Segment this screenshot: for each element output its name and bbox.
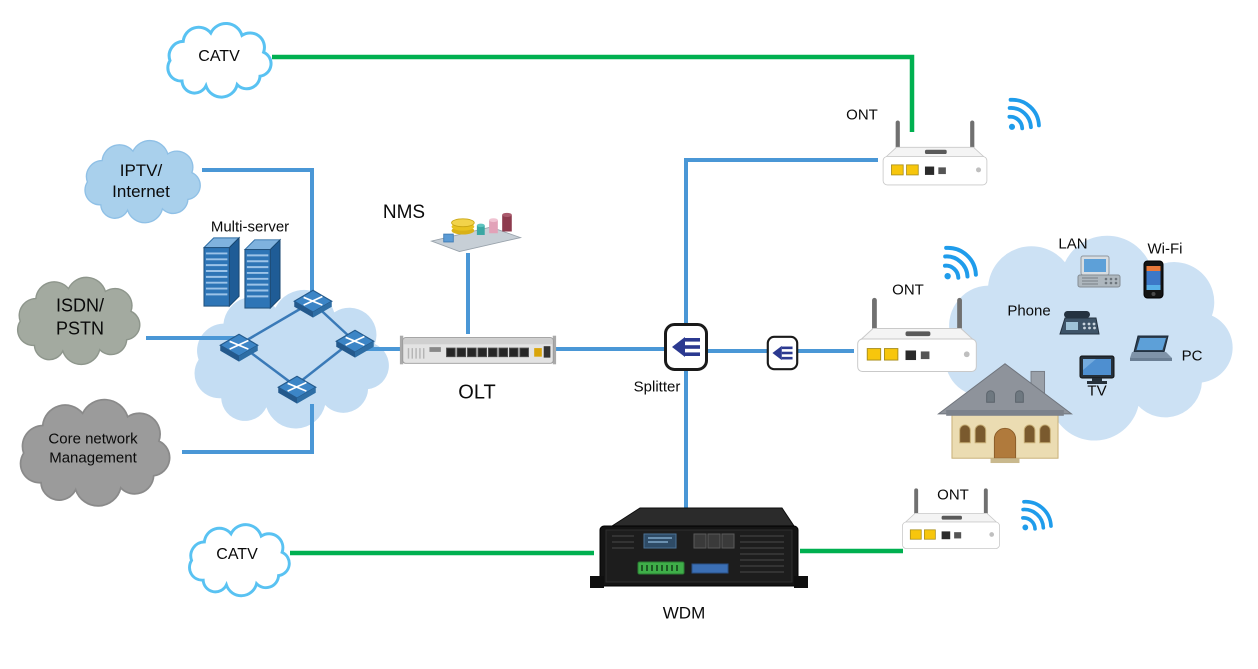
nms-icon	[429, 212, 523, 253]
switch-icon-top	[293, 289, 333, 318]
lan-device-icon	[1077, 255, 1121, 288]
label-olt: OLT	[458, 381, 496, 404]
splitter2-icon	[766, 335, 799, 371]
wdm-device	[590, 507, 808, 588]
label-wdm: WDM	[662, 603, 706, 623]
label-iptv-line2: Internet	[112, 182, 170, 201]
olt-device	[399, 335, 557, 365]
label-wifi: Wi-Fi	[1147, 240, 1183, 258]
link-management-to-core	[182, 404, 314, 454]
switch-icon-bottom	[277, 375, 317, 404]
label-isdn-line2: PSTN	[55, 318, 105, 338]
label-core-line1: Core network	[48, 430, 138, 448]
label-iptv-line1: IPTV/	[119, 160, 163, 180]
link-catv-top-to-ont-top	[272, 54, 915, 132]
label-multi-server: Multi-server	[210, 218, 290, 236]
label-isdn-pstn: ISDN/ PSTN	[56, 295, 104, 340]
multi-server-icon	[202, 236, 282, 310]
wifi-signal-icon-bottom	[1021, 499, 1053, 531]
label-ont-top: ONT	[846, 106, 878, 124]
switch-icon-left	[219, 333, 259, 362]
label-core-line2: Management	[49, 449, 137, 466]
label-tv: TV	[1087, 382, 1107, 400]
ont-top-device	[882, 120, 988, 186]
label-ont-middle: ONT	[892, 281, 924, 299]
label-pc: PC	[1181, 347, 1203, 365]
laptop-icon	[1130, 335, 1172, 361]
label-lan: LAN	[1058, 235, 1088, 253]
tv-icon	[1079, 355, 1115, 384]
smartphone-icon	[1143, 260, 1164, 299]
house-icon	[937, 363, 1073, 464]
wifi-signal-icon-top	[1007, 97, 1041, 131]
label-nms: NMS	[382, 202, 426, 224]
link-iptv-to-core	[202, 168, 314, 298]
ont-middle-device	[857, 297, 977, 372]
label-phone: Phone	[1007, 302, 1051, 320]
label-ont-bottom: ONT	[937, 486, 969, 504]
label-iptv-internet: IPTV/ Internet	[112, 160, 170, 203]
wifi-signal-icon-middle	[942, 245, 978, 280]
link-splitter-to-ont-top	[684, 158, 878, 326]
switch-icon-right	[335, 329, 375, 358]
label-isdn-line1: ISDN/	[55, 295, 105, 316]
phone-icon	[1059, 311, 1100, 335]
splitter-icon	[664, 323, 708, 371]
label-catv-bottom: CATV	[216, 546, 258, 563]
label-splitter: Splitter	[633, 378, 681, 396]
ont-bottom-device	[902, 488, 1000, 549]
label-catv-top: CATV	[198, 48, 240, 65]
label-core-network: Core network Management	[48, 430, 137, 468]
